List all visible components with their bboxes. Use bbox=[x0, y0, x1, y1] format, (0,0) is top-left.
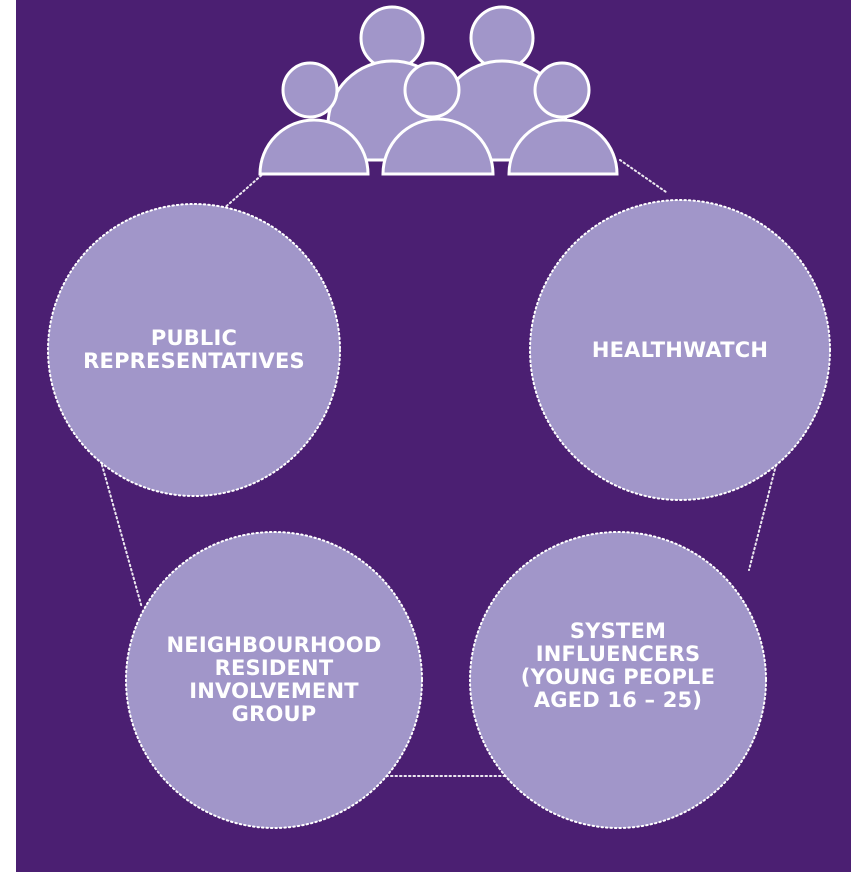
group-circles bbox=[47, 199, 831, 829]
circle-neighbourhood-resident-involvement-group bbox=[125, 531, 423, 829]
circle-system-influencers bbox=[469, 531, 767, 829]
diagram-panel: PUBLIC REPRESENTATIVES HEALTHWATCH NEIGH… bbox=[16, 0, 851, 872]
person-head-icon bbox=[281, 61, 339, 119]
connector-healthwatch-to-system-influencers bbox=[748, 464, 777, 571]
label-public-representatives: PUBLIC REPRESENTATIVES bbox=[83, 326, 305, 373]
network-diagram bbox=[16, 0, 851, 872]
connector-people-to-healthwatch bbox=[619, 159, 667, 193]
person-body-icon bbox=[507, 118, 619, 176]
connector-public-representatives-to-neighbourhood-group bbox=[101, 464, 143, 609]
person-head-icon bbox=[403, 61, 461, 119]
label-healthwatch: HEALTHWATCH bbox=[591, 337, 769, 362]
person-head-icon bbox=[533, 61, 591, 119]
label-system-influencers: SYSTEM INFLUENCERS (YOUNG PEOPLE AGED 16… bbox=[520, 619, 716, 712]
person-body-icon bbox=[258, 118, 370, 176]
circle-healthwatch bbox=[529, 199, 831, 501]
group-of-people-icon bbox=[258, 5, 619, 176]
label-neighbourhood-resident-involvement-group: NEIGHBOURHOOD RESIDENT INVOLVEMENT GROUP bbox=[166, 633, 382, 726]
person-body-icon bbox=[381, 117, 495, 176]
circle-public-representatives bbox=[47, 203, 341, 497]
